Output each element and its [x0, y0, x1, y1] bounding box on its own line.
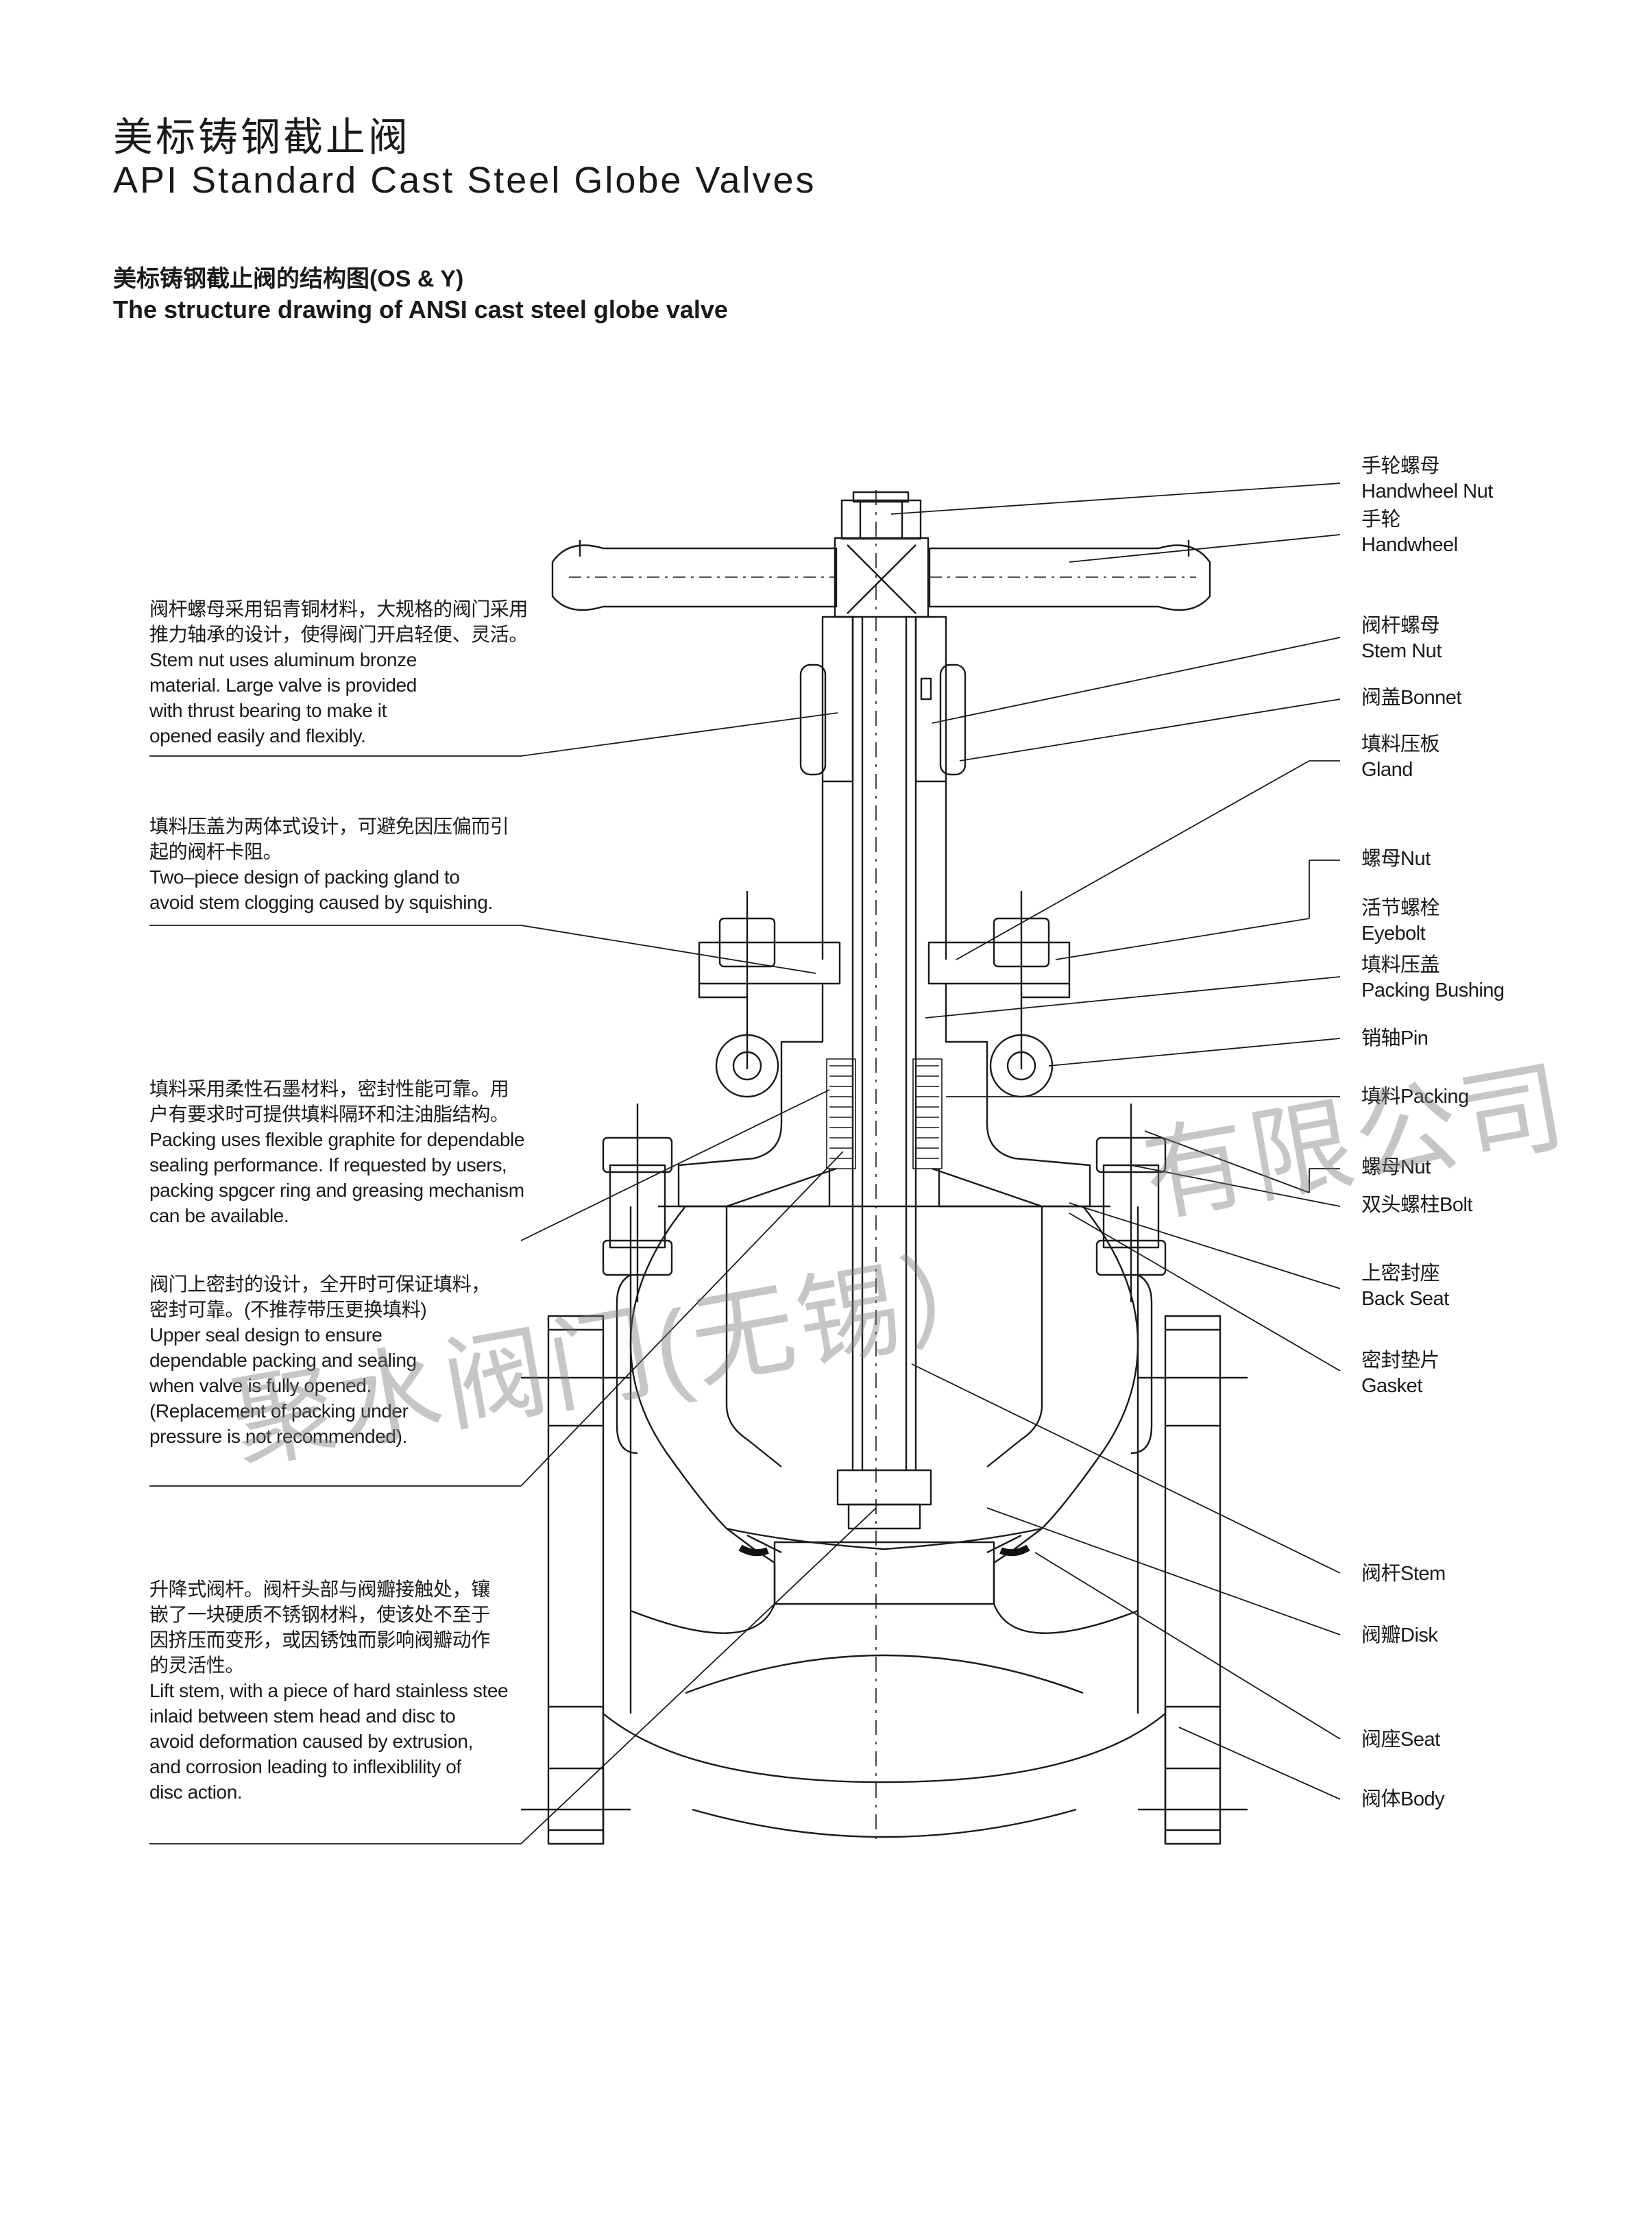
- part-label-en: 螺母Nut: [1361, 848, 1431, 870]
- note-line: opened easily and flexibly.: [149, 725, 366, 746]
- note-line: avoid stem clogging caused by squishing.: [149, 892, 493, 913]
- part-label-packing: 填料Packing: [1361, 1084, 1469, 1110]
- part-label-cn: 阀杆螺母: [1361, 615, 1440, 637]
- part-label-cn: 手轮螺母: [1361, 455, 1440, 477]
- part-label-en: Packing Bushing: [1361, 979, 1505, 1001]
- note-line: packing spgcer ring and greasing mechani…: [149, 1180, 524, 1201]
- part-label-en: Gasket: [1361, 1375, 1422, 1397]
- part-label-cn: 密封垫片: [1361, 1350, 1440, 1372]
- note-line: avoid deformation caused by extrusion,: [149, 1731, 473, 1752]
- note-line: 阀杆螺母采用铝青铜材料，大规格的阀门采用: [149, 598, 529, 620]
- note-line: 升降式阀杆。阀杆头部与阀瓣接触处，镶: [149, 1579, 490, 1600]
- part-label-disk: 阀瓣Disk: [1361, 1623, 1438, 1648]
- part-label-packing-bushing: 填料压盖 Packing Bushing: [1361, 953, 1505, 1003]
- part-label-bonnet: 阀盖Bonnet: [1361, 685, 1461, 711]
- note-line: 起的阀杆卡阻。: [149, 841, 282, 862]
- left-callout-lines: [149, 712, 877, 1844]
- part-label-en: 阀体Body: [1361, 1788, 1445, 1810]
- note-lift-stem: 升降式阀杆。阀杆头部与阀瓣接触处，镶 嵌了一块硬质不锈钢材料，使该处不至于 因挤…: [149, 1576, 509, 1805]
- seat-ring-shape: [738, 1544, 1030, 1557]
- note-line: 户有要求时可提供填料隔环和注油脂结构。: [149, 1104, 509, 1125]
- note-line: inlaid between stem head and disc to: [149, 1705, 456, 1727]
- note-line: 填料压盖为两体式设计，可避免因压偏而引: [149, 816, 509, 837]
- note-line: 密封可靠。(不推荐带压更换填料): [149, 1299, 427, 1320]
- part-label-en: Back Seat: [1361, 1288, 1449, 1310]
- note-line: can be available.: [149, 1205, 289, 1226]
- part-label-en: 螺母Nut: [1361, 1156, 1431, 1178]
- bonnet-bolts-shape: [602, 1104, 1167, 1302]
- page-title-cn: 美标铸钢截止阀: [113, 115, 411, 160]
- note-upper-seal: 阀门上密封的设计，全开时可保证填料， 密封可靠。(不推荐带压更换填料) Uppe…: [149, 1271, 490, 1449]
- packing-shape: [826, 1058, 943, 1169]
- note-line: 的灵活性。: [149, 1655, 245, 1676]
- part-label-nut-lower: 螺母Nut: [1361, 1155, 1431, 1180]
- stem-shape: [836, 617, 932, 1530]
- part-label-nut-upper: 螺母Nut: [1361, 847, 1431, 872]
- note-line: 填料采用柔性石墨材料，密封性能可靠。用: [149, 1078, 509, 1099]
- note-line: material. Large valve is provided: [149, 674, 417, 696]
- drawing-title-cn: 美标铸钢截止阀的结构图(OS & Y): [113, 266, 464, 292]
- page-title-en: API Standard Cast Steel Globe Valves: [113, 160, 816, 201]
- part-label-en: Handwheel Nut: [1361, 480, 1493, 502]
- part-label-handwheel: 手轮 Handwheel: [1361, 507, 1458, 558]
- part-label-cn: 上密封座: [1361, 1263, 1440, 1284]
- part-label-pin: 销轴Pin: [1361, 1026, 1429, 1051]
- part-label-eyebolt: 活节螺栓 Eyebolt: [1361, 896, 1440, 947]
- part-label-en: 双头螺柱Bolt: [1361, 1194, 1472, 1216]
- part-label-en: 阀杆Stem: [1361, 1563, 1446, 1585]
- handwheel-nut-shape: [840, 491, 922, 540]
- note-line: Lift stem, with a piece of hard stainles…: [149, 1680, 509, 1701]
- yoke-shape: [799, 616, 967, 960]
- note-line: when valve is fully opened.: [149, 1375, 372, 1396]
- note-line: and corrosion leading to inflexiblility …: [149, 1756, 461, 1777]
- part-label-gasket: 密封垫片 Gasket: [1361, 1348, 1440, 1399]
- drawing-title-en: The structure drawing of ANSI cast steel…: [113, 295, 728, 324]
- note-line: (Replacement of packing under: [149, 1400, 409, 1422]
- gland-assembly-shape: [698, 891, 1071, 1124]
- bonnet-shape: [658, 1123, 1110, 1208]
- note-line: with thrust bearing to make it: [149, 700, 387, 721]
- note-packing: 填料采用柔性石墨材料，密封性能可靠。用 户有要求时可提供填料隔环和注油脂结构。 …: [149, 1076, 524, 1228]
- note-line: pressure is not recommended).: [149, 1426, 407, 1447]
- body-shape: [548, 1206, 1220, 1844]
- note-line: sealing performance. If requested by use…: [149, 1154, 507, 1176]
- part-label-back-seat: 上密封座 Back Seat: [1361, 1261, 1449, 1312]
- note-line: 推力轴承的设计，使得阀门开启轻便、灵活。: [149, 624, 529, 645]
- part-label-gland: 填料压板 Gland: [1361, 732, 1440, 783]
- part-label-en: 阀盖Bonnet: [1361, 687, 1461, 709]
- part-label-en: 销轴Pin: [1361, 1027, 1429, 1049]
- part-label-en: 填料Packing: [1361, 1086, 1469, 1108]
- note-line: Upper seal design to ensure: [149, 1324, 382, 1346]
- handwheel-shape: [551, 537, 1211, 618]
- note-line: dependable packing and sealing: [149, 1350, 417, 1371]
- end-flanges-shape: [521, 1315, 1248, 1845]
- note-line: Packing uses flexible graphite for depen…: [149, 1129, 525, 1150]
- part-label-handwheel-nut: 手轮螺母 Handwheel Nut: [1361, 454, 1493, 504]
- part-label-en: 阀瓣Disk: [1361, 1624, 1438, 1646]
- part-label-en: Eyebolt: [1361, 923, 1426, 945]
- part-label-cn: 填料压盖: [1361, 954, 1440, 976]
- note-line: 嵌了一块硬质不锈钢材料，使该处不至于: [149, 1604, 490, 1625]
- note-line: 因挤压而变形，或因锈蚀而影响阀瓣动作: [149, 1629, 490, 1651]
- note-line: 阀门上密封的设计，全开时可保证填料，: [149, 1274, 490, 1295]
- right-callout-lines: [890, 483, 1341, 1800]
- part-label-en: Gland: [1361, 759, 1413, 781]
- part-label-en: Handwheel: [1361, 534, 1458, 556]
- part-label-en: Stem Nut: [1361, 640, 1442, 662]
- part-label-body: 阀体Body: [1361, 1787, 1445, 1812]
- note-line: disc action.: [149, 1781, 243, 1803]
- part-label-cn: 填料压板: [1361, 733, 1440, 755]
- part-label-stem-nut: 阀杆螺母 Stem Nut: [1361, 613, 1442, 664]
- part-label-seat: 阀座Seat: [1361, 1727, 1440, 1753]
- part-label-cn: 手轮: [1361, 509, 1401, 531]
- note-line: Stem nut uses aluminum bronze: [149, 649, 417, 670]
- note-packing-gland: 填料压盖为两体式设计，可避免因压偏而引 起的阀杆卡阻。 Two–piece de…: [149, 814, 509, 915]
- note-stem-nut: 阀杆螺母采用铝青铜材料，大规格的阀门采用 推力轴承的设计，使得阀门开启轻便、灵活…: [149, 596, 528, 748]
- part-label-en: 阀座Seat: [1361, 1729, 1440, 1751]
- part-label-stem: 阀杆Stem: [1361, 1561, 1446, 1587]
- note-line: Two–piece design of packing gland to: [149, 866, 460, 888]
- part-label-bolt: 双头螺柱Bolt: [1361, 1193, 1472, 1218]
- part-label-cn: 活节螺栓: [1361, 897, 1440, 919]
